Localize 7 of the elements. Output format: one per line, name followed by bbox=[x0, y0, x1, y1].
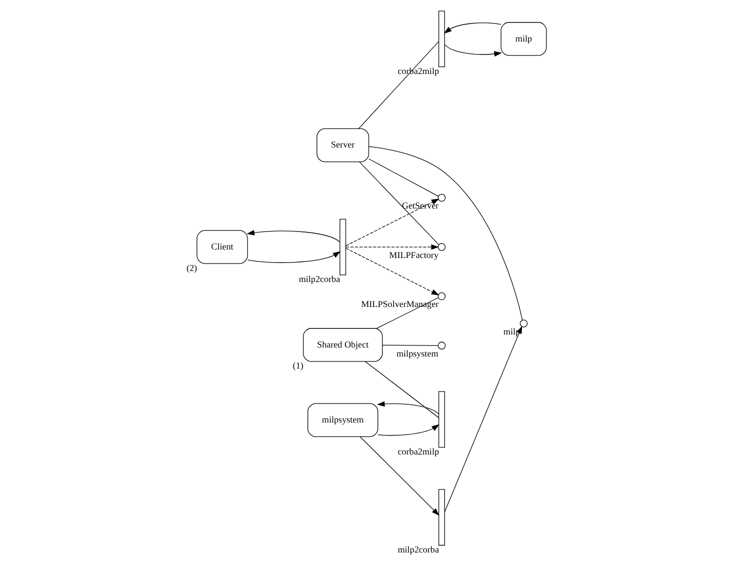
node-label: (2) bbox=[186, 262, 198, 273]
node-label: (1) bbox=[292, 360, 304, 371]
node-label: milpsystem bbox=[396, 348, 438, 358]
node-label: MILPFactory bbox=[389, 250, 438, 260]
node-label: milp2corba bbox=[298, 274, 340, 284]
node-label: corba2milp bbox=[398, 446, 440, 457]
node-label: milp2corba bbox=[398, 544, 440, 555]
